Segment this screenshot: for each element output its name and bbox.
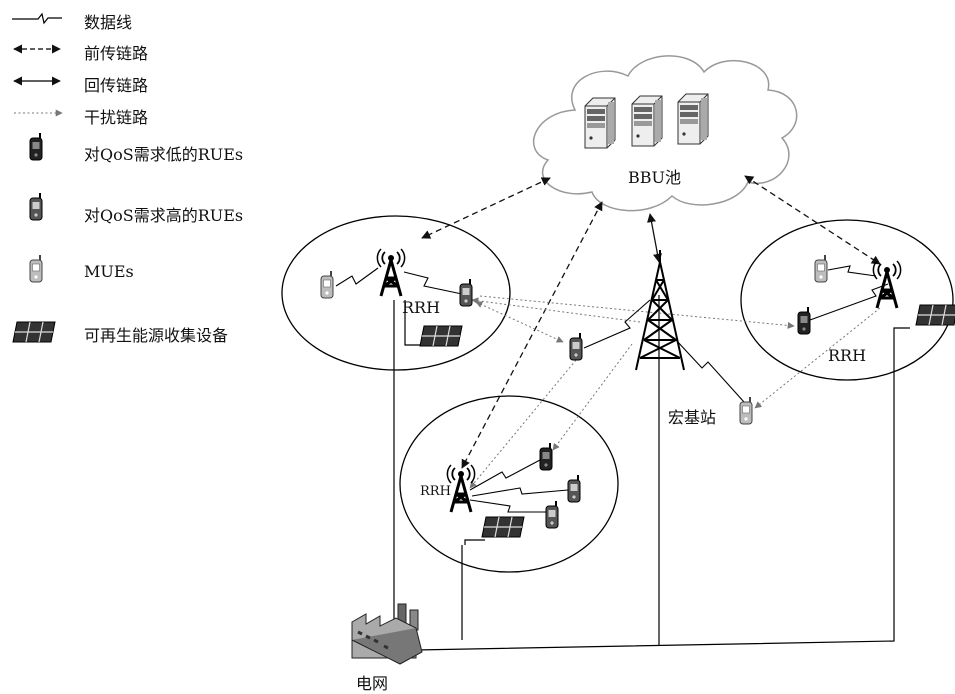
rrh-tower-icon	[445, 463, 477, 514]
solar-panel-icon	[481, 516, 525, 538]
solar-panel-icon	[419, 325, 463, 347]
power-lines	[393, 295, 910, 651]
mue-phone-icon	[739, 396, 753, 425]
data-link	[809, 283, 889, 321]
rrh-left-label: RRH	[402, 298, 441, 317]
data-link	[471, 487, 569, 497]
rrh-tower-icon	[375, 247, 407, 298]
legend-low-qos-phone-icon	[29, 132, 43, 161]
data-link	[827, 265, 877, 277]
high-qos-phone-icon	[545, 500, 559, 529]
macro-tower	[635, 250, 685, 371]
solar-panel-icon	[915, 304, 955, 326]
fronthaul-link	[744, 175, 881, 265]
high-qos-phone-icon	[567, 474, 581, 503]
data-link	[469, 499, 548, 513]
data-link	[675, 339, 745, 403]
grid-label: 电网	[356, 674, 389, 693]
interference-link	[475, 301, 564, 343]
legend-mue-phone-icon	[29, 254, 43, 283]
interference-link	[469, 359, 577, 489]
low-qos-phone-icon	[539, 442, 553, 471]
legend-harvester-label: 可再生能源收集设备	[84, 326, 229, 345]
legend-high-qos-phone-icon	[29, 192, 43, 221]
factory-icon	[351, 603, 423, 665]
server-icon	[677, 93, 709, 145]
high-qos-phone-icon	[569, 332, 583, 361]
legend-low-qos-label: 对QoS需求低的RUEs	[84, 145, 244, 164]
data-link	[469, 459, 541, 491]
legend-fronthaul-label: 前传链路	[84, 44, 149, 63]
rrh-right-label: RRH	[828, 346, 867, 365]
data-link	[335, 267, 379, 287]
legend-data-line-label: 数据线	[84, 13, 133, 32]
mue-phone-icon	[320, 270, 334, 299]
server-icon	[631, 95, 663, 147]
server-icon	[584, 97, 616, 149]
interference-link	[471, 297, 641, 323]
data-link	[583, 299, 651, 349]
backhaul-link	[647, 213, 662, 263]
high-qos-phone-icon	[459, 278, 473, 307]
data-link	[403, 271, 463, 295]
low-qos-phone-icon	[797, 306, 811, 335]
rrh-bottom-label: RRH	[420, 484, 451, 499]
mue-phone-icon	[814, 254, 828, 283]
cell-left	[281, 215, 511, 371]
legend-high-qos-label: 对QoS需求高的RUEs	[84, 206, 244, 225]
bbu-pool-label: BBU池	[628, 168, 682, 187]
macro-bs-label: 宏基站	[668, 408, 717, 427]
legend-solar-panel-icon	[12, 321, 56, 343]
legend-mues-label: MUEs	[84, 262, 134, 281]
legend-interference-label: 干扰链路	[84, 108, 149, 127]
fronthaul-link	[421, 177, 551, 239]
legend-data-line-symbol	[12, 12, 62, 25]
legend-backhaul-label: 回传链路	[84, 76, 149, 95]
interference-link	[552, 343, 633, 451]
